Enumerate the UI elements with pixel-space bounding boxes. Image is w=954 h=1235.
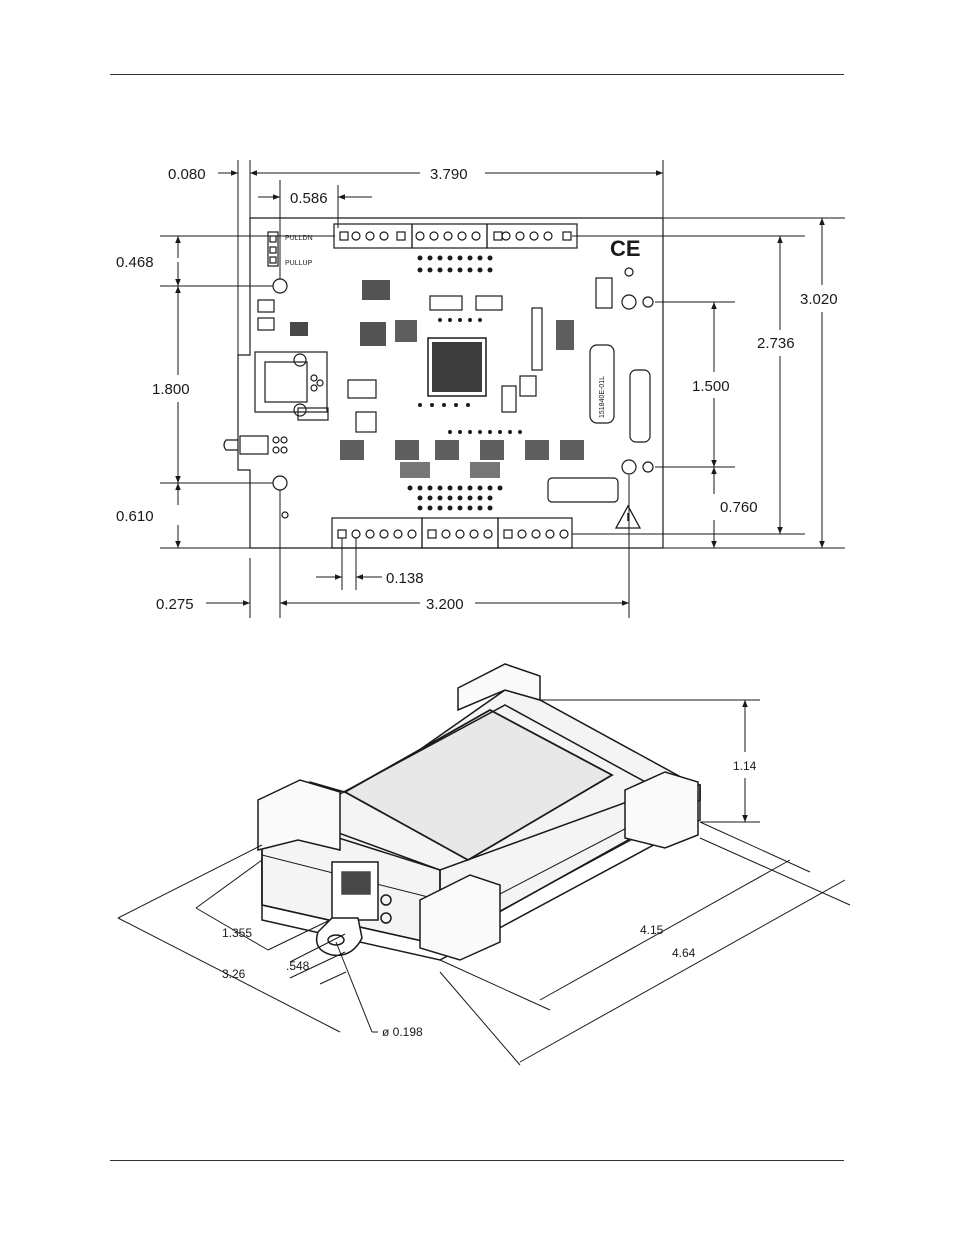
warning-icon <box>614 504 642 529</box>
bottom-terminal-block <box>331 517 573 549</box>
enclosure-top-plate <box>343 708 614 862</box>
dim-right-hole-spacing: 1.500 <box>692 378 730 395</box>
header-rule <box>110 74 844 75</box>
mount-hole-top-left <box>272 278 288 294</box>
dim-enclosure-height: 1.14 <box>733 759 757 773</box>
board-dimension-lines <box>160 160 845 618</box>
dim-connector-offset: 0.586 <box>290 190 328 207</box>
silk-pullup: PULLUP <box>285 260 313 267</box>
dim-overall-height: 3.020 <box>800 291 838 308</box>
dim-bottom-hole-offset: 0.610 <box>116 508 154 525</box>
dim-hole-span-x: 3.200 <box>426 596 464 613</box>
dim-pin-pitch: 0.138 <box>386 570 424 587</box>
dim-enclosure-width-inner: 1.355 <box>222 926 252 940</box>
dim-enclosure-tab-offset: .548 <box>286 959 310 973</box>
pcb-board-drawing <box>223 160 664 549</box>
mount-hole-top-right <box>621 294 637 310</box>
enclosure-dimension-lines <box>117 699 851 1066</box>
dim-enclosure-width-outer: 3.26 <box>222 967 246 981</box>
top-terminal-block <box>333 223 578 249</box>
dim-enclosure-hole-diameter: ø 0.198 <box>382 1025 423 1039</box>
rj-jack <box>254 351 328 417</box>
dim-enclosure-outer-length: 4.64 <box>672 946 696 960</box>
dim-left-hole-x: 0.275 <box>156 596 194 613</box>
ce-mark: CE <box>610 236 641 261</box>
silk-part-number: 151840E-01L <box>599 376 606 418</box>
dim-enclosure-inner-length: 4.15 <box>640 923 664 937</box>
mount-hole-bottom-left <box>272 475 288 491</box>
dim-right-bottom-offset: 0.760 <box>720 499 758 516</box>
main-mcu <box>427 337 487 397</box>
mount-hole-bottom-right <box>621 459 637 475</box>
silk-pulldn: PULLDN <box>285 235 313 242</box>
footer-rule <box>110 1160 844 1161</box>
dim-board-width: 3.790 <box>430 166 468 183</box>
dim-hole-height: 2.736 <box>757 335 795 352</box>
dim-left-hole-spacing: 1.800 <box>152 381 190 398</box>
dim-left-edge-offset: 0.080 <box>168 166 206 183</box>
board-outline <box>237 217 664 549</box>
enclosure-drawing <box>257 663 701 961</box>
dim-top-hole-offset: 0.468 <box>116 254 154 271</box>
